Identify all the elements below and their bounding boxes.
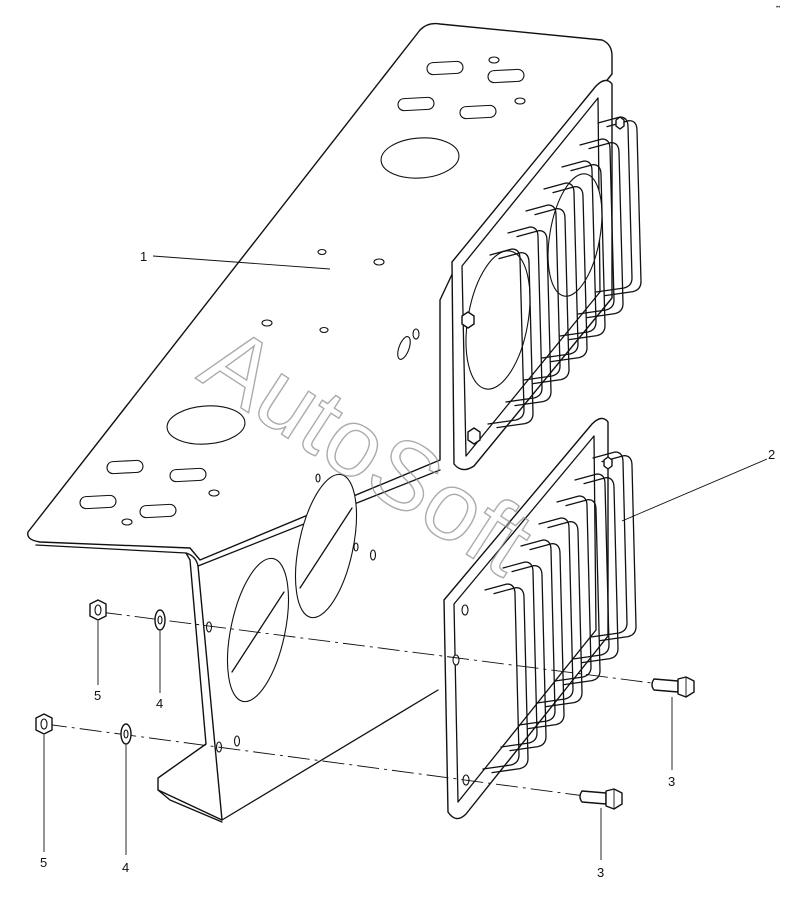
- nut-upper: [89, 599, 107, 621]
- coils-lower-loop-5-0: [572, 473, 610, 660]
- callout-3-lower: 3: [597, 865, 604, 880]
- coils-upper-loop-1-0: [505, 226, 543, 403]
- coils-upper-loop-1-1: [514, 229, 552, 407]
- coils-lower-loop-0-0: [482, 583, 520, 770]
- callout-1: 1: [140, 249, 147, 264]
- callout-5-upper: 5: [94, 688, 101, 703]
- fastener-axis-lower: [44, 723, 586, 797]
- coils-lower-loop-2-0: [518, 539, 556, 726]
- washer-upper: [154, 609, 166, 631]
- coils-lower-loop-3-1: [545, 520, 583, 708]
- coils-lower-loop-6-0: [590, 451, 628, 638]
- coils-upper-loop-6-1: [604, 119, 642, 297]
- coils-lower-loop-4-0: [554, 495, 592, 682]
- leader-2: [621, 458, 768, 522]
- coils-upper-loop-3-1: [550, 185, 588, 363]
- coils-upper-loop-0-1: [496, 251, 534, 429]
- bracket-part-1: [27, 22, 613, 823]
- coils-lower-loop-6-1: [599, 454, 637, 642]
- nut-lower: [35, 713, 53, 735]
- coils-lower-loop-5-1: [581, 476, 619, 664]
- coils-upper-loop-2-1: [532, 207, 570, 385]
- callout-4-lower: 4: [122, 860, 129, 875]
- corner-mark: ••: [776, 5, 780, 11]
- leader-1: [152, 255, 331, 270]
- coils-lower-loop-2-1: [527, 542, 565, 730]
- coils-lower-loop-4-1: [563, 498, 601, 686]
- coils-upper-loop-0-0: [487, 248, 525, 425]
- coils-upper-loop-6-0: [595, 116, 633, 293]
- coils-upper-loop-3-0: [541, 182, 579, 359]
- coils-lower-loop-3-0: [536, 517, 574, 704]
- callout-5-lower: 5: [40, 855, 47, 870]
- coils-lower-loop-1-1: [509, 564, 547, 752]
- washer-lower: [120, 723, 132, 745]
- coils-lower-loop-0-1: [491, 586, 529, 774]
- coils-upper-loop-5-0: [577, 138, 615, 315]
- bolt-lower: [579, 788, 623, 810]
- fastener-axis-upper: [99, 611, 661, 685]
- coils-upper-loop-2-0: [523, 204, 561, 381]
- coils-upper-loop-5-1: [586, 141, 624, 319]
- callout-3-upper: 3: [668, 774, 675, 789]
- heater-element-upper: [451, 79, 642, 471]
- callout-4-upper: 4: [156, 696, 163, 711]
- coils-lower-loop-1-0: [500, 561, 538, 748]
- coils-upper-loop-4-0: [559, 160, 597, 337]
- coils-upper-loop-4-1: [568, 163, 606, 341]
- bolt-upper: [651, 676, 695, 698]
- callout-2: 2: [768, 447, 775, 462]
